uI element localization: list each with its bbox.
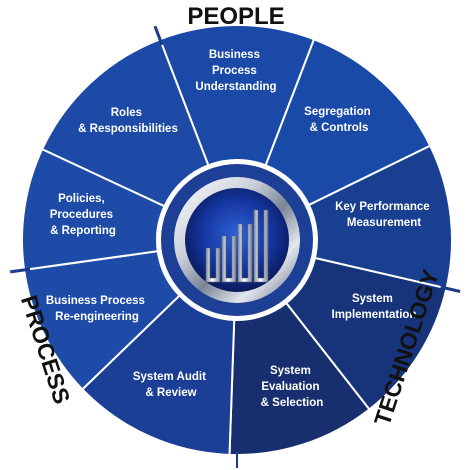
label-system-audit-review: System Audit & Review <box>133 371 209 399</box>
group-divider-tick <box>153 25 164 46</box>
label-key-performance-measurement: Key Performance Measurement <box>335 201 433 229</box>
bar-chart-icon <box>205 209 269 283</box>
label-policies-procedures-reporting: Policies, Procedures & Reporting <box>50 193 116 237</box>
label-system-implementation: System Implementation <box>332 293 417 321</box>
center-hub <box>157 160 317 320</box>
group-divider-tick <box>10 267 31 274</box>
group-label-people: PEOPLE <box>187 3 284 30</box>
segment-labels: Business Process Understanding Segregati… <box>46 49 433 409</box>
label-business-process-understanding: Business Process Understanding <box>195 49 276 93</box>
label-segregation-controls: Segregation & Controls <box>304 106 374 134</box>
segment-wedges <box>10 24 461 468</box>
label-roles-responsibilities: Roles & Responsibilities <box>78 107 178 135</box>
label-business-process-reengineering: Business Process Re-engineering <box>46 295 148 323</box>
label-system-evaluation-selection: System Evaluation & Selection <box>261 365 324 409</box>
group-divider-tick <box>440 285 461 293</box>
